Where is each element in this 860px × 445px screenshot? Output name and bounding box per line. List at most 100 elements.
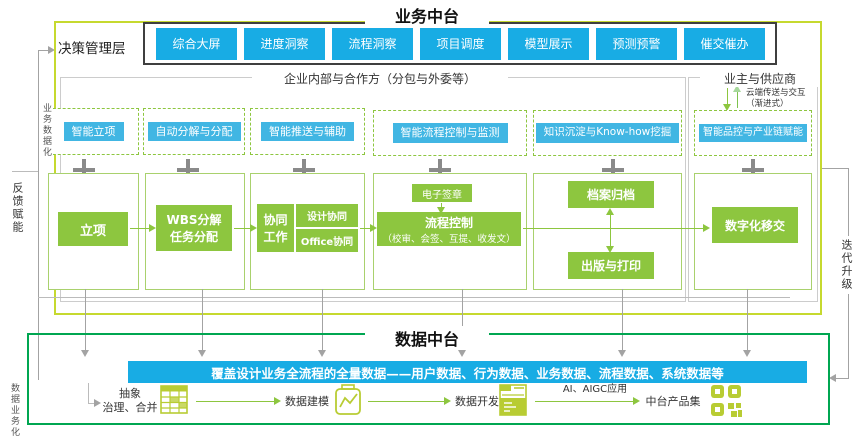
process-flow-control-title: 流程控制 — [424, 215, 473, 230]
decision-button-expediting[interactable]: 催交催办 — [684, 27, 765, 60]
decision-layer-label: 决策管理层 — [58, 41, 126, 57]
process-collaboration[interactable]: 协同 工作 — [257, 204, 294, 252]
flow-arrowhead-2 — [250, 224, 257, 232]
capability-box-smart-initiation: 智能立项 — [48, 108, 139, 155]
capability-button-knowledge-mining[interactable]: 知识沉淀与Know-how挖掘 — [535, 123, 680, 143]
down-arrowhead-1 — [81, 350, 89, 357]
data-flow-arrowhead-1 — [274, 397, 281, 405]
cloud-transfer-note: 云端传送与交互（渐进式） — [746, 88, 806, 109]
feedback-rail-top-segment — [38, 50, 50, 51]
process-handover[interactable]: 数字化移交 — [712, 207, 798, 243]
governance-elbow-arrowhead — [94, 399, 101, 407]
down-arrow-5 — [622, 289, 623, 352]
flow-arrowhead-1 — [149, 224, 156, 232]
data-flow-arrowhead-2 — [444, 397, 451, 405]
cloud-down-arrow-line — [727, 88, 728, 106]
step-modeling-label: 数据建模 — [285, 395, 329, 408]
flow-arrow-4 — [523, 228, 705, 229]
governance-elbow-h — [88, 403, 96, 404]
data-table-icon — [160, 385, 188, 414]
flow-arrowhead-3 — [370, 224, 377, 232]
capability-button-auto-decompose[interactable]: 自动分解与分配 — [147, 121, 241, 142]
label-business-datafication: 业务数据化 — [40, 103, 53, 158]
decision-button-forecast-warning[interactable]: 预测预警 — [596, 27, 677, 60]
capability-button-smart-quality[interactable]: 智能品控与产业链赋能 — [699, 123, 807, 143]
decision-button-progress-insight[interactable]: 进度洞察 — [244, 27, 325, 60]
iteration-arrowhead-left — [829, 374, 836, 382]
esign-arrow-line — [441, 203, 442, 209]
archive-publish-arrow-line — [610, 213, 611, 247]
down-arrow-3 — [322, 289, 323, 352]
step-abstract-label: 抽象 治理、合并 — [100, 387, 160, 415]
capability-box-knowledge-mining: 知识沉淀与Know-how挖掘 — [533, 110, 682, 156]
plus-icon — [73, 159, 95, 181]
decision-layer-box: 综合大屏 进度洞察 流程洞察 项目调度 模型展示 预测预警 催交催办 — [143, 22, 777, 65]
process-collab-design[interactable]: 设计协同 — [296, 204, 358, 227]
data-modeling-icon — [335, 384, 361, 415]
down-arrowhead-3 — [318, 350, 326, 357]
process-flow-control-sub: （校审、会签、互提、收发文） — [382, 233, 516, 245]
data-flow-arrow-1 — [196, 401, 276, 402]
capability-box-smart-flow-control: 智能流程控制与监测 — [373, 110, 527, 156]
step-abstract-line1: 抽象 — [119, 387, 141, 400]
data-development-icon — [499, 384, 527, 416]
cloud-up-arrowhead — [733, 85, 741, 92]
data-flow-arrowhead-3 — [633, 397, 640, 405]
process-wbs[interactable]: WBS分解 任务分配 — [156, 205, 232, 251]
process-collab-office[interactable]: Office协同 — [296, 229, 358, 252]
down-arrow-1 — [85, 289, 86, 352]
decision-button-dashboard[interactable]: 综合大屏 — [156, 27, 237, 60]
process-initiation[interactable]: 立项 — [58, 212, 128, 246]
process-archive[interactable]: 档案归档 — [568, 181, 654, 208]
feedback-rail-line — [38, 50, 39, 380]
label-iterative-upgrade: 迭代升级 — [838, 236, 854, 294]
feedback-rail-tick — [12, 171, 38, 172]
plus-icon — [602, 159, 624, 181]
label-feedback-enablement: 反馈赋能 — [9, 182, 25, 234]
down-arrowhead-6 — [743, 350, 751, 357]
capability-button-smart-flow-control[interactable]: 智能流程控制与监测 — [392, 123, 508, 143]
archive-publish-arrowhead-up — [606, 208, 614, 215]
flow-arrow-1 — [130, 228, 151, 229]
products-qr-icon — [711, 385, 742, 417]
down-arrow-2 — [202, 289, 203, 352]
step-products-label: 中台产品集 — [645, 395, 701, 408]
data-banner: 覆盖设计业务全流程的全量数据——用户数据、行为数据、业务数据、流程数据、系统数据… — [128, 361, 807, 383]
decision-button-project-scheduling[interactable]: 项目调度 — [420, 27, 501, 60]
down-arrow-4 — [462, 289, 463, 352]
plus-icon — [429, 159, 451, 181]
flow-arrow-2 — [234, 228, 252, 229]
external-section-header: 业主与供应商 — [700, 70, 820, 87]
down-arrowhead-4 — [458, 350, 466, 357]
collector-line — [38, 297, 790, 298]
plus-icon — [177, 159, 199, 181]
cloud-up-arrow-line — [737, 90, 738, 108]
capability-box-smart-quality: 智能品控与产业链赋能 — [694, 110, 812, 156]
data-platform-title: 数据中台 — [365, 326, 489, 350]
decision-button-process-insight[interactable]: 流程洞察 — [332, 27, 413, 60]
flow-arrow-3 — [360, 228, 372, 229]
feedback-arrowhead-right — [48, 46, 55, 54]
plus-icon — [742, 159, 764, 181]
capability-box-smart-push: 智能推送与辅助 — [250, 108, 365, 155]
flow-arrowhead-4 — [703, 224, 710, 232]
capability-box-auto-decompose: 自动分解与分配 — [143, 108, 245, 155]
capability-button-smart-initiation[interactable]: 智能立项 — [63, 121, 124, 142]
process-publish[interactable]: 出版与打印 — [568, 252, 654, 279]
decision-button-model-display[interactable]: 模型展示 — [508, 27, 589, 60]
iteration-bracket-top — [821, 168, 848, 169]
process-collab-line2: 工作 — [263, 230, 288, 244]
internal-section-header: 企业内部与合作方（分包与外委等） — [252, 70, 508, 87]
process-esign[interactable]: 电子签章 — [412, 184, 472, 202]
label-data-businessization: 数据业务化 — [8, 383, 21, 438]
down-arrowhead-5 — [618, 350, 626, 357]
process-flow-control[interactable]: 流程控制 （校审、会签、互提、收发文） — [377, 212, 521, 246]
down-arrowhead-2 — [198, 350, 206, 357]
business-platform-title: 业务中台 — [365, 3, 489, 27]
process-wbs-line2: 任务分配 — [169, 230, 218, 244]
ai-aigc-label: AI、AIGC应用 — [562, 384, 628, 395]
esign-arrowhead — [437, 207, 445, 214]
process-collab-line1: 协同 — [263, 213, 288, 227]
capability-button-smart-push[interactable]: 智能推送与辅助 — [261, 121, 354, 142]
iteration-bracket-bottom — [834, 378, 849, 379]
